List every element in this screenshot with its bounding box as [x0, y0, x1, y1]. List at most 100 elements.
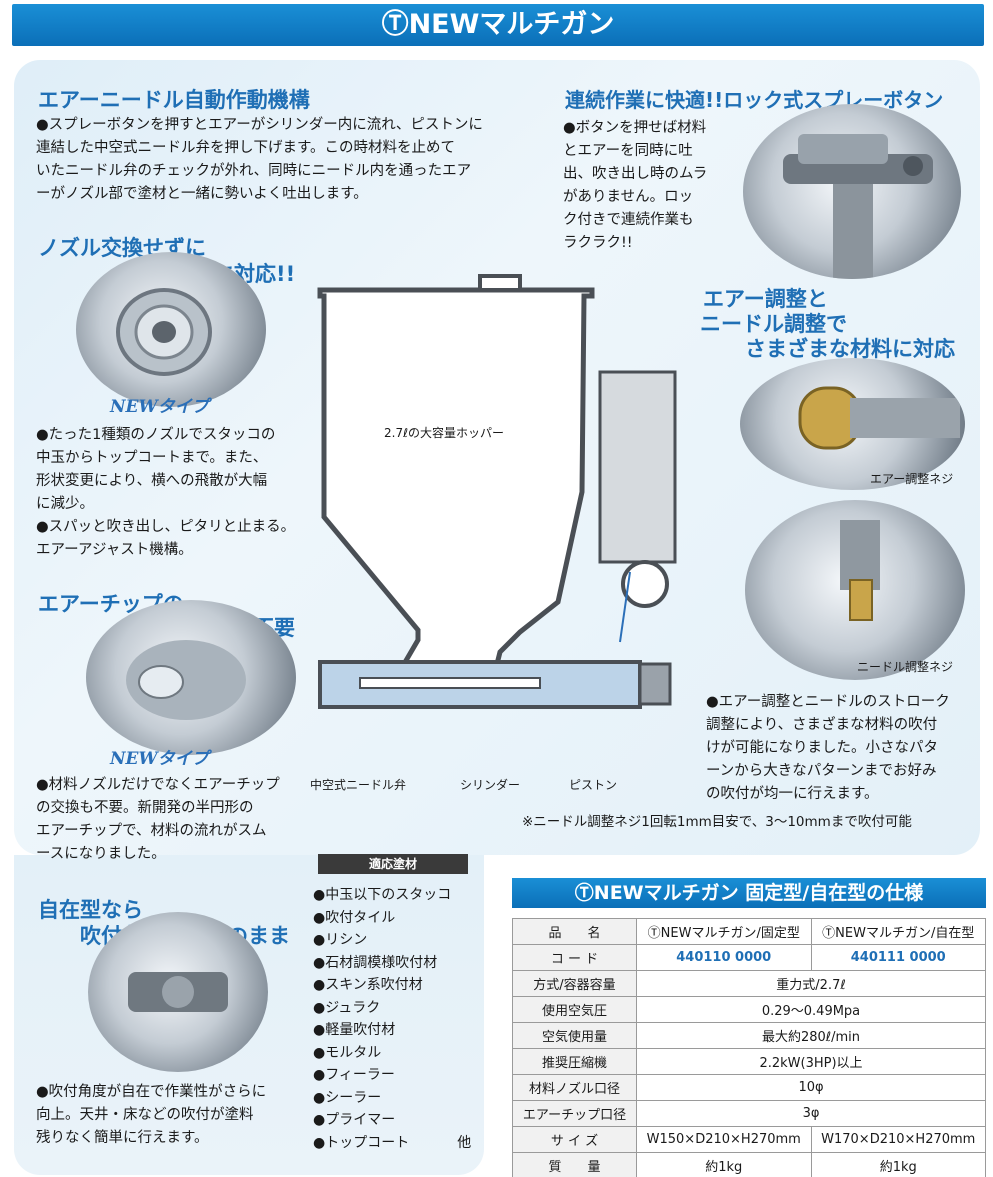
spec-both: 重力式/2.7ℓ — [636, 970, 986, 997]
adjust-line: の吹付が均一に行えます。 — [706, 786, 879, 802]
needle-text: ●スプレーボタンを押すとエアーがシリンダー内に流れ、ピストンに 連結した中空式ニ… — [36, 114, 506, 206]
air-screw-illustration — [798, 386, 960, 450]
free-line: 向上。天井・床などの吹付が塗料 — [36, 1107, 254, 1123]
spec-free: W170×D210×H270mm — [810, 1126, 986, 1153]
gun-cross-section-diagram — [317, 274, 677, 709]
airtip-line: ●材料ノズルだけでなくエアーチップ — [36, 777, 280, 793]
adjust-note: ※ニードル調整ネジ1回転1mm目安で、3〜10mmまで吹付可能 — [522, 814, 912, 830]
nozzle-newtype: NEWタイプ — [110, 397, 209, 417]
material-item: ●スキン系吹付材 — [313, 977, 423, 993]
lock-line: 出、吹き出し時のムラ — [563, 166, 708, 182]
nozzle-line: 中玉からトップコートまで。また、 — [36, 450, 268, 466]
adjust-line: けが可能になりました。小さなパタ — [706, 740, 938, 756]
material-item: ●吹付タイル — [313, 909, 396, 926]
needle-screw-illustration — [840, 520, 880, 621]
material-item: ●トップコート 他 — [313, 1132, 471, 1155]
spec-both: 0.29〜0.49Mpa — [636, 996, 986, 1023]
spec-both: 3φ — [636, 1100, 986, 1127]
airtip-photo — [86, 600, 296, 755]
spec-label: 質 量 — [512, 1152, 637, 1177]
material-item-label: ●トップコート — [313, 1134, 410, 1151]
material-item: ●フィーラー — [313, 1067, 395, 1083]
spec-label: 推奨圧縮機 — [512, 1048, 637, 1075]
free-heading-1: 自在型なら — [38, 898, 143, 922]
lock-line: ●ボタンを押せば材料 — [563, 120, 707, 136]
page-title: ⓉNEWマルチガン — [12, 4, 984, 46]
spec-label: 使用空気圧 — [512, 996, 637, 1023]
needle-line: 連結した中空式ニードル弁を押し下げます。この時材料を止めて — [36, 140, 456, 156]
spec-title: ⓉNEWマルチガン 固定型/自在型の仕様 — [512, 878, 986, 908]
lock-button-photo — [743, 104, 961, 279]
nozzle-line: 形状変更により、横への飛散が大幅 — [36, 473, 268, 489]
lock-line: ク付きで連続作業も — [563, 212, 694, 228]
material-item: ●中玉以下のスタッコ — [313, 887, 452, 903]
materials-etc: 他 — [457, 1134, 472, 1151]
needle-valve-label: 中空式ニードル弁 — [310, 778, 407, 792]
free-text: ●吹付角度が自在で作業性がさらに 向上。天井・床などの吹付が塗料 残りなく簡単に… — [36, 1081, 316, 1150]
spec-row: 空気使用量最大約280ℓ/min — [512, 1022, 986, 1049]
spec-label: エアーチップ口径 — [512, 1100, 637, 1127]
adjust-heading-3: さまざまな材料に対応 — [745, 337, 955, 361]
adjust-line: ーンから大きなパターンまでお好み — [706, 763, 937, 779]
material-item: ●モルタル — [313, 1044, 382, 1061]
nozzle-line: ●スパッと吹き出し、ピタリと止まる。 — [36, 519, 296, 535]
free-line: 残りなく簡単に行えます。 — [36, 1130, 209, 1146]
adjust-line: 調整により、さまざまな材料の吹付 — [706, 717, 938, 733]
material-item: ●リシン — [313, 932, 368, 948]
nozzle-photo — [76, 252, 266, 407]
piston-label: ピストン — [569, 778, 618, 792]
needle-screw-label: ニードル調整ネジ — [857, 660, 954, 674]
spec-fixed: ⓉNEWマルチガン/固定型 — [636, 918, 812, 945]
air-screw-photo — [740, 358, 965, 490]
lock-line: ラクラク!! — [563, 235, 633, 251]
adjust-text: ●エアー調整とニードルのストローク 調整により、さまざまな材料の吹付 けが可能に… — [706, 691, 976, 806]
spec-label: 空気使用量 — [512, 1022, 637, 1049]
air-screw-label: エアー調整ネジ — [870, 472, 954, 486]
material-item: ●プライマー — [313, 1112, 396, 1128]
cylinder-label: シリンダー — [460, 778, 521, 792]
hopper-label: 2.7ℓの大容量ホッパー — [384, 426, 505, 440]
material-item: ●軽量吹付材 — [313, 1022, 396, 1038]
spec-free: 440111 0000 — [810, 944, 986, 971]
nozzle-line: エアーアジャスト機構。 — [36, 542, 193, 558]
airtip-newtype: NEWタイプ — [110, 749, 209, 769]
spec-label: コ ー ド — [512, 944, 637, 971]
needle-line: ーがノズル部で塗材と一緒に勢いよく吐出します。 — [36, 186, 368, 202]
adjust-line: ●エアー調整とニードルのストローク — [706, 694, 950, 710]
airtip-line: エアーチップで、材料の流れがスム — [36, 823, 267, 839]
airtip-line: ースになりました。 — [36, 846, 166, 862]
airtip-text: ●材料ノズルだけでなくエアーチップ の交換も不要。新開発の半円形の エアーチップ… — [36, 774, 316, 866]
spec-both: 2.2kW(3HP)以上 — [636, 1048, 986, 1075]
material-item: ●石材調模様吹付材 — [313, 954, 438, 971]
nozzle-illustration — [116, 288, 212, 376]
spec-label: 材料ノズル口径 — [512, 1074, 637, 1101]
spec-free: 約1kg — [810, 1152, 986, 1177]
airtip-line: の交換も不要。新開発の半円形の — [36, 800, 254, 816]
lock-line: とエアーを同時に吐 — [563, 143, 693, 159]
nozzle-line: に減少。 — [36, 496, 94, 512]
needle-line: ●スプレーボタンを押すとエアーがシリンダー内に流れ、ピストンに — [36, 117, 483, 133]
spec-row: 方式/容器容量重力式/2.7ℓ — [512, 970, 986, 997]
needle-heading: エアーニードル自動作動機構 — [38, 88, 310, 112]
spec-both: 最大約280ℓ/min — [636, 1022, 986, 1049]
adjust-heading-1: エアー調整と — [703, 287, 828, 311]
airtip-illustration — [126, 640, 246, 720]
material-item: ●ジュラク — [313, 999, 381, 1016]
lock-button-illustration — [783, 134, 933, 279]
lock-line: がありません。ロッ — [563, 189, 694, 205]
materials-list: ●中玉以下のスタッコ ●吹付タイル ●リシン ●石材調模様吹付材 ●スキン系吹付… — [313, 884, 471, 1154]
spec-label: 品 名 — [512, 918, 637, 945]
nozzle-text: ●たった1種類のノズルでスタッコの 中玉からトップコートまで。また、 形状変更に… — [36, 424, 316, 562]
material-item: ●シーラー — [313, 1089, 382, 1106]
spec-fixed: 約1kg — [636, 1152, 812, 1177]
needle-line: いたニードル弁のチェックが外れ、同時にニードル内を通ったエア — [36, 163, 472, 179]
free-line: ●吹付角度が自在で作業性がさらに — [36, 1084, 267, 1100]
